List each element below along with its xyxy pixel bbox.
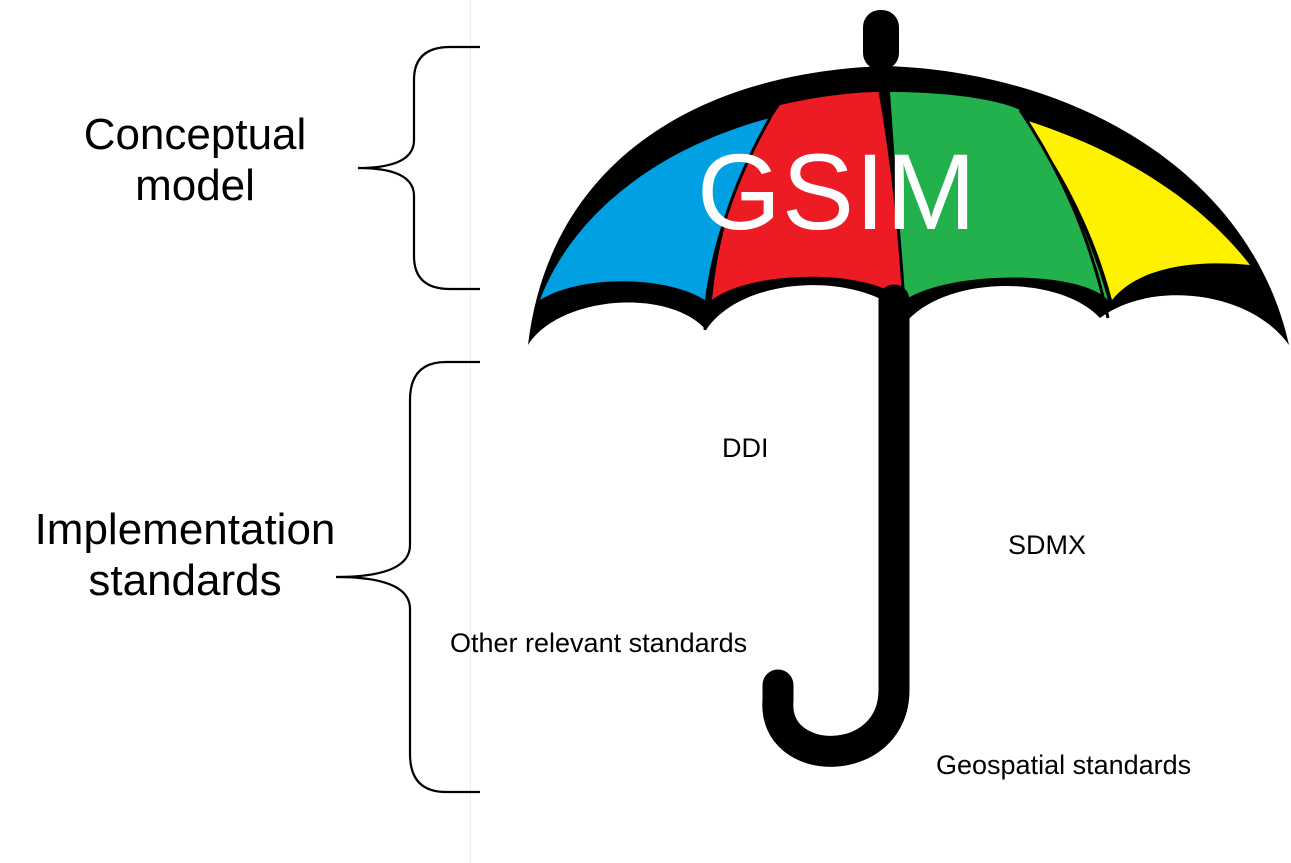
umbrella-panel-green bbox=[890, 92, 1108, 300]
umbrella-panel-blue bbox=[540, 118, 770, 300]
implementation-standards-label: Implementation standards bbox=[5, 505, 365, 606]
umbrella-rib bbox=[1018, 109, 1110, 319]
umbrella-panel-yellow bbox=[1025, 120, 1250, 300]
implementation-standards-bracket bbox=[335, 360, 480, 794]
implementation-standards-label-line1: Implementation bbox=[34, 505, 336, 554]
standard-other-relevant: Other relevant standards bbox=[450, 628, 748, 658]
standard-ddi: DDI bbox=[722, 433, 769, 463]
conceptual-model-bracket bbox=[357, 45, 480, 291]
conceptual-model-label: Conceptual model bbox=[50, 110, 340, 211]
implementation-standards-label-line2: standards bbox=[88, 555, 282, 605]
conceptual-model-label-line1: Conceptual bbox=[83, 110, 307, 159]
standard-geospatial: Geospatial standards bbox=[936, 750, 1192, 780]
umbrella-rib bbox=[703, 117, 772, 331]
umbrella-top-knob bbox=[863, 10, 899, 70]
umbrella-shaft-handle bbox=[762, 284, 910, 767]
umbrella-title: GSIM bbox=[697, 131, 978, 252]
conceptual-model-label-line2: model bbox=[135, 160, 255, 210]
umbrella-panel-red bbox=[712, 92, 902, 300]
vertical-divider bbox=[470, 0, 471, 863]
standard-sdmx: SDMX bbox=[1008, 530, 1087, 560]
